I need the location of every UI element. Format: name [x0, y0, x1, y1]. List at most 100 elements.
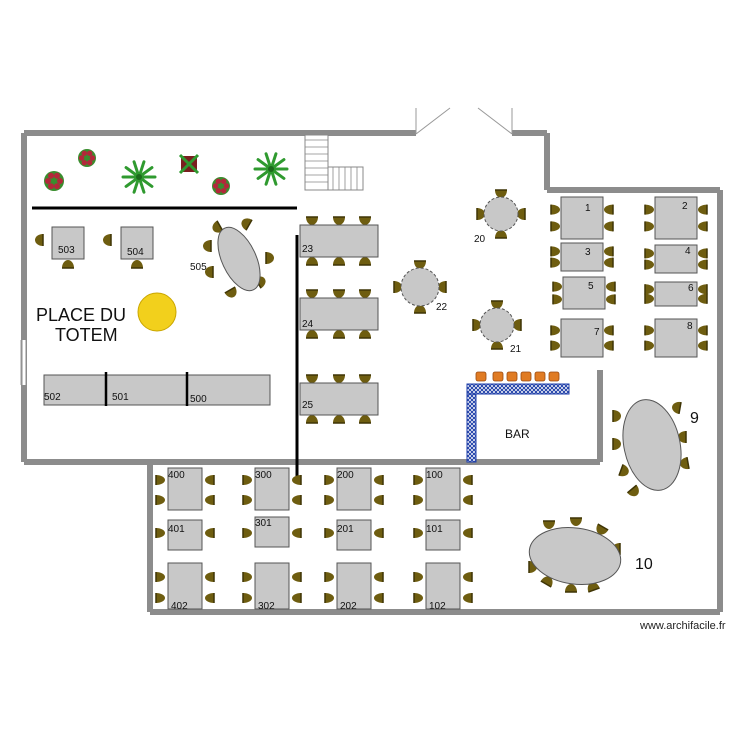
chair: [205, 572, 215, 582]
chair: [463, 475, 473, 485]
plant-bloom: [221, 178, 227, 185]
walls: [20, 107, 723, 615]
table-402: [167, 562, 203, 610]
chair: [324, 593, 334, 603]
table-200: [336, 467, 372, 511]
chair-seat: [627, 485, 639, 497]
chair: [306, 289, 318, 298]
bar-counter-side: [466, 393, 477, 463]
plant-bloom: [78, 155, 85, 161]
table-25: [299, 382, 379, 416]
chair: [698, 325, 708, 336]
table-400: [167, 467, 203, 511]
chair: [306, 216, 318, 225]
chair-seat: [543, 521, 555, 529]
chair-seat: [645, 340, 654, 351]
chair: [463, 528, 473, 538]
chair: [306, 330, 318, 339]
chair-seat: [205, 266, 213, 278]
table-3: [560, 242, 604, 272]
chair-seat: [359, 415, 371, 423]
chair: [550, 325, 560, 336]
chair: [242, 475, 252, 485]
chair: [543, 520, 555, 529]
chair: [612, 410, 621, 422]
chair: [612, 438, 621, 450]
chair: [324, 572, 334, 582]
table-label: 400: [168, 470, 185, 481]
chair-seat: [645, 259, 654, 270]
chair-seat: [463, 572, 472, 582]
table-302: [254, 562, 290, 610]
palm-plant: [253, 152, 289, 186]
table-label: 102: [429, 601, 446, 612]
chair: [62, 260, 74, 269]
table-label: 6: [688, 283, 694, 294]
chair: [241, 218, 253, 231]
chair-back: [618, 464, 624, 476]
chair-seat: [551, 204, 560, 215]
chair: [413, 495, 423, 505]
chair-seat: [604, 204, 613, 215]
table-300: [254, 467, 290, 511]
chair: [604, 340, 614, 351]
stairs: [304, 134, 364, 191]
table-label: 200: [337, 470, 354, 481]
chair-seat: [495, 190, 507, 198]
chair: [644, 293, 654, 304]
chair: [463, 495, 473, 505]
chair-seat: [306, 257, 318, 265]
plant-bloom: [45, 178, 51, 184]
chair-seat: [359, 257, 371, 265]
table-label: 502: [44, 392, 61, 403]
table-label: 25: [302, 400, 314, 411]
chair: [413, 528, 423, 538]
chair: [374, 475, 384, 485]
chair: [604, 204, 614, 215]
chair: [205, 593, 215, 603]
chair: [306, 374, 318, 383]
chair-seat: [553, 281, 562, 292]
chair-seat: [35, 234, 43, 246]
chair: [374, 593, 384, 603]
palm-center: [268, 166, 274, 172]
chair: [552, 281, 562, 292]
chair: [333, 289, 345, 298]
chair: [131, 260, 143, 269]
chair-seat: [306, 375, 318, 383]
chair: [292, 593, 302, 603]
chair-seat: [359, 217, 371, 225]
chair: [513, 319, 522, 331]
chair-seat: [306, 217, 318, 225]
table-label: 402: [171, 601, 188, 612]
chair: [205, 475, 215, 485]
chair: [550, 204, 560, 215]
chair: [550, 340, 560, 351]
plant-bloom: [215, 178, 221, 185]
chair: [587, 582, 600, 593]
chair-seat: [565, 584, 577, 592]
table-504: [120, 226, 154, 260]
plant-bloom: [54, 183, 60, 190]
chair-seat: [414, 593, 423, 603]
table-label: 1: [585, 203, 591, 214]
table-label: 302: [258, 601, 275, 612]
chair-seat: [698, 248, 707, 259]
flower-plant: [44, 171, 64, 191]
chair-seat: [333, 375, 345, 383]
chair-seat: [463, 495, 472, 505]
stairs-frame: [304, 134, 329, 191]
chair: [35, 234, 44, 246]
chair-seat: [604, 257, 613, 268]
chair: [604, 325, 614, 336]
chair-seat: [645, 221, 654, 232]
chair: [604, 246, 614, 257]
chair-seat: [495, 230, 507, 238]
chair-back: [597, 523, 609, 531]
chair-seat: [374, 475, 383, 485]
chair-seat: [394, 281, 402, 293]
chair-seat: [62, 260, 74, 268]
chair: [644, 259, 654, 270]
plant-bloom: [87, 159, 93, 166]
